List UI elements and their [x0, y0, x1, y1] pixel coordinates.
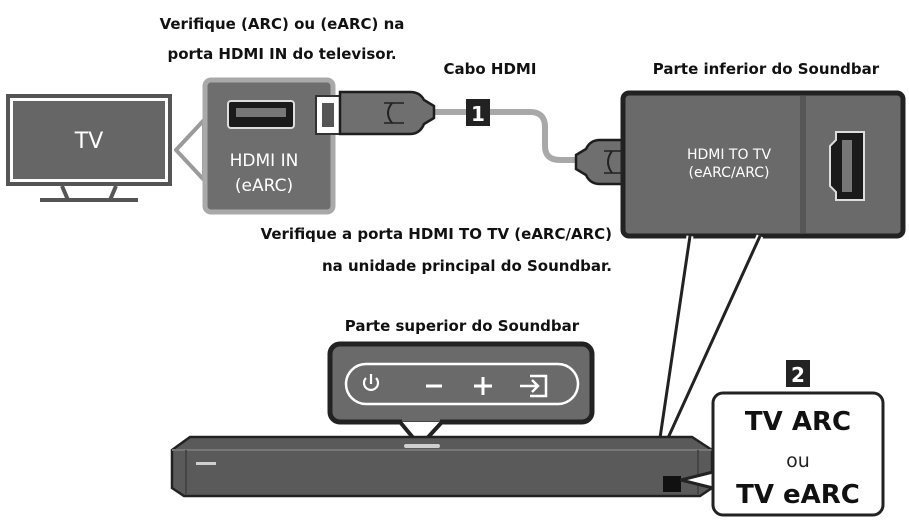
- soundbar-port-label-line2: (eARC/ARC): [688, 165, 769, 181]
- tv-check-caption-line2: porta HDMI IN do televisor.: [167, 45, 396, 63]
- soundbar-bottom-panel: HDMI TO TV (eARC/ARC): [620, 90, 906, 239]
- tv-label: TV: [74, 129, 104, 154]
- soundbar-port-label-line1: HDMI TO TV: [687, 147, 772, 163]
- soundbar-top-caption: Parte superior do Soundbar: [345, 317, 580, 335]
- soundbar-callout-pointer: [658, 235, 762, 439]
- tv-check-caption-line1: Verifique (ARC) ou (eARC) na: [160, 15, 405, 33]
- tv-port-label-line1: HDMI IN: [230, 151, 299, 171]
- hdmi-plug-tv-end-icon: [315, 90, 436, 136]
- soundbar-bottom-caption: Parte inferior do Soundbar: [653, 60, 880, 78]
- step-2-badge: 2: [786, 360, 810, 387]
- input-mode-box: TV ARC ou TV eARC: [711, 391, 885, 517]
- mode-tv-earc: TV eARC: [736, 480, 860, 510]
- volume-up-icon: [474, 377, 492, 395]
- hdmi-in-port-icon: [227, 100, 295, 129]
- soundbar-unit: [170, 435, 714, 498]
- step-2-number: 2: [791, 363, 805, 387]
- soundbar-port-caption-line1: Verifique a porta HDMI TO TV (eARC/ARC): [261, 225, 612, 243]
- tv-icon: TV: [6, 94, 172, 202]
- mode-or: ou: [786, 450, 810, 472]
- cable-caption: Cabo HDMI: [444, 60, 537, 78]
- hdmi-to-tv-port-icon: [829, 131, 865, 201]
- soundbar-port-caption-line2: na unidade principal do Soundbar.: [322, 257, 612, 275]
- source-icon: [520, 374, 548, 398]
- soundbar-top-panel: [327, 341, 595, 425]
- tv-port-label-line2: (eARC): [235, 176, 293, 196]
- power-icon: [362, 374, 380, 391]
- step-1-number: 1: [471, 102, 485, 126]
- tv-callout-pointer: [174, 118, 206, 182]
- tv-hdmi-port-panel: HDMI IN (eARC): [202, 77, 336, 215]
- step-1-badge: 1: [466, 99, 490, 126]
- hdmi-cable: [430, 106, 580, 166]
- mode-tv-arc: TV ARC: [745, 407, 851, 437]
